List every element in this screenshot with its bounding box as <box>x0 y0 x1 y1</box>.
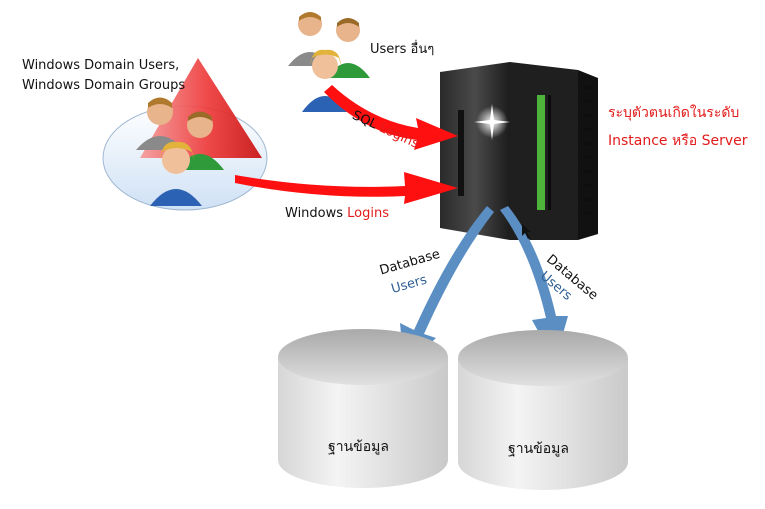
other-users-prefix: Users <box>370 42 407 57</box>
database-cylinder-icon <box>458 330 628 490</box>
db-arrow-right <box>500 206 568 362</box>
domain-group-line1: Windows Domain Users, <box>22 58 180 73</box>
server-note-line2: Instance หรือ Server <box>608 133 748 149</box>
server-note: ระบุตัวตนเกิดในระดับ Instance หรือ Serve… <box>608 102 748 152</box>
sql-logins-arrow <box>324 85 458 150</box>
windows-logins-arrow <box>235 172 458 204</box>
server-rack-icon <box>440 62 598 240</box>
windows-logins-word: Logins <box>347 206 390 221</box>
windows-word: Windows <box>285 206 344 221</box>
users-group-icon <box>136 97 224 206</box>
cursor-icon <box>522 224 531 239</box>
other-users-group-icon <box>288 12 370 112</box>
domain-group-line2: Windows Domain Groups <box>22 78 186 93</box>
database-label: ฐานข้อมูล <box>328 439 389 455</box>
windows-logins-label: Windows Logins <box>285 206 389 221</box>
database-label: ฐานข้อมูล <box>508 441 569 457</box>
db-arrow-left <box>400 206 494 368</box>
other-users-suffix: อื่นๆ <box>410 42 435 57</box>
server-note-line1: ระบุตัวตนเกิดในระดับ <box>608 105 740 121</box>
database-cylinder-icon <box>278 329 448 488</box>
domain-group-label: Windows Domain Users, Windows Domain Gro… <box>22 58 185 93</box>
other-users-label: Users อื่นๆ <box>370 38 434 59</box>
